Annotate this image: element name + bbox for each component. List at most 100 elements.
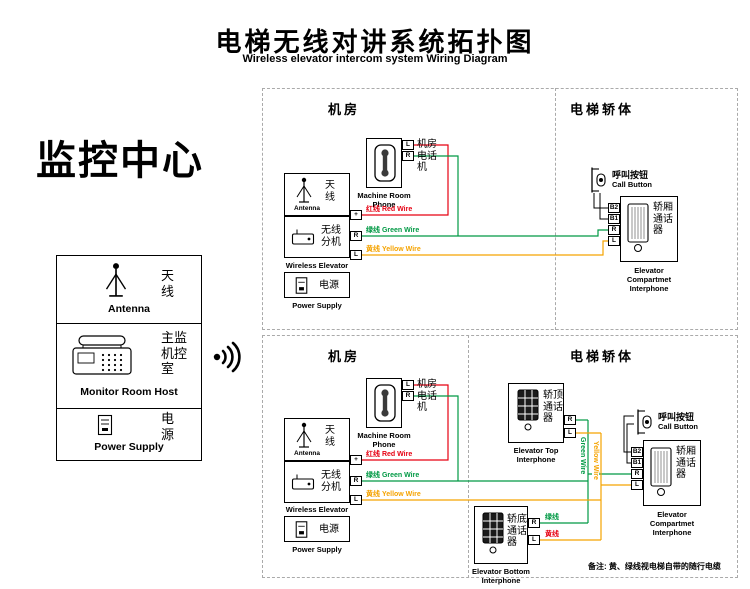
terminal-wireless-r-top: R	[350, 231, 362, 241]
monitor-host-label-zh: 主监机控室	[161, 330, 188, 377]
green-wire-short-label: 绿线	[545, 514, 559, 521]
top-elevator-body-label: 电梯轿体	[570, 102, 635, 117]
terminal-wireless-plus-top: +	[350, 210, 362, 220]
machine-phone-label-en-bottom: Machine Room Phone	[357, 431, 411, 449]
bottom-interphone-label-zh: 轿底通话器	[507, 514, 527, 548]
elevator-bottom-interphone: 轿底通话器	[474, 506, 528, 564]
antenna-label-en-top: Antenna	[294, 205, 320, 212]
wireless-label-zh-bottom: 无线分机	[321, 470, 341, 493]
bottom-section-divider	[468, 335, 469, 578]
terminal-compartment-b2-bottom: B2	[631, 447, 643, 457]
monitor-row-power: 电源 Power Supply	[57, 409, 201, 460]
terminal-top-interphone-l: L	[564, 428, 576, 438]
yellow-wire-vertical-label: Yellow Wire	[592, 440, 599, 481]
dark-speaker-icon	[482, 512, 504, 554]
machine-room-phone-top	[366, 138, 402, 188]
red-wire-label-top: 红线 Red Wire	[366, 206, 413, 213]
monitor-center-title: 监控中心	[36, 139, 204, 183]
wire-green-bottom-branch	[414, 395, 459, 481]
monitor-power-label-en: Power Supply	[94, 441, 164, 453]
power-supply-icon	[97, 414, 113, 436]
bottom-interphone-label-en: Elevator Bottom Interphone	[472, 567, 530, 585]
terminal-compartment-l-bottom: L	[631, 480, 643, 490]
call-button-label-zh-bottom: 呼叫按钮	[658, 412, 695, 422]
wireless-extension-icon	[291, 474, 315, 490]
call-button-wire-bottom-2	[626, 423, 634, 464]
terminal-machine-phone-l-top: L	[402, 140, 414, 150]
machine-phone-label-zh-bottom: 机房电话机	[417, 379, 437, 413]
wire-green-top-branch	[414, 155, 459, 236]
antenna-label-zh-top: 天线	[325, 180, 335, 203]
wire-red-top	[362, 144, 449, 216]
monitor-power-label-zh: 电源	[161, 411, 175, 442]
terminal-bottom-interphone-l: L	[528, 535, 540, 545]
call-button-label-en-top: Call Button	[612, 180, 652, 189]
bottom-machine-room-label: 机房	[328, 349, 361, 364]
compartment-label-zh-bottom: 轿厢通话器	[676, 446, 696, 480]
wire-yellow-top	[362, 240, 608, 256]
monitor-row-antenna: 天线 Antenna	[57, 256, 201, 324]
call-button-label-zh-top: 呼叫按钮	[612, 170, 649, 180]
terminal-machine-phone-r-bottom: R	[402, 391, 414, 401]
antenna-label-zh-bottom: 天线	[325, 425, 335, 448]
wire-green-top	[362, 229, 608, 237]
monitor-row-host: 主监机控室 Monitor Room Host	[57, 324, 201, 409]
call-button-wire-top-1	[593, 193, 608, 209]
page-title: 电梯无线对讲系统拓扑图	[215, 27, 535, 57]
red-wire-label-bottom: 红线 Red Wire	[366, 451, 413, 458]
wireless-extension-box-top: 无线分机	[284, 216, 350, 258]
monitor-host-label-en: Monitor Room Host	[80, 386, 178, 398]
terminal-wireless-r-bottom: R	[350, 476, 362, 486]
wireless-extension-box-bottom: 无线分机	[284, 461, 350, 503]
monitor-center-panel: 天线 Antenna 主监机控室 Monitor Room Host	[56, 255, 202, 461]
power-label-en-top: Power Supply	[292, 301, 342, 310]
terminal-top-interphone-r: R	[564, 415, 576, 425]
green-wire-label-top: 绿线 Green Wire	[366, 227, 420, 234]
terminal-compartment-b1-top: B1	[608, 214, 620, 224]
machine-room-phone-bottom	[366, 378, 402, 428]
terminal-bottom-interphone-r: R	[528, 518, 540, 528]
terminal-compartment-b2-top: B2	[608, 203, 620, 213]
compartment-interphone-top: 轿厢通话器	[620, 196, 678, 262]
wireless-label-en-bottom: Wireless Elevator	[285, 505, 349, 514]
machine-phone-label-zh-top: 机房电话机	[417, 139, 437, 173]
footnote: 备注: 黄、绿线视电梯自带的随行电缆	[588, 562, 721, 571]
monitor-antenna-label-en: Antenna	[108, 303, 150, 315]
power-supply-icon	[295, 521, 308, 538]
wireless-label-en-top: Wireless Elevator	[285, 261, 349, 270]
bottom-elevator-body-label: 电梯轿体	[570, 349, 635, 364]
terminal-wireless-l-top: L	[350, 250, 362, 260]
top-interphone-label-en: Elevator Top Interphone	[513, 446, 559, 464]
bottom-section-frame	[262, 335, 738, 578]
wireless-signal-icon	[213, 341, 241, 373]
monitor-antenna-label-zh: 天线	[161, 268, 175, 299]
handset-phone-icon	[374, 144, 396, 182]
terminal-machine-phone-r-top: R	[402, 151, 414, 161]
compartment-label-zh-top: 轿厢通话器	[653, 202, 673, 236]
compartment-label-en-bottom: Elevator Compartmet Interphone	[649, 510, 695, 537]
terminal-compartment-l-top: L	[608, 236, 620, 246]
call-button-label-en-bottom: Call Button	[658, 422, 698, 431]
page-subtitle: Wireless elevator intercom system Wiring…	[242, 53, 508, 65]
handset-phone-icon	[374, 384, 396, 422]
antenna-box-bottom: 天线 Antenna	[284, 418, 350, 461]
compartment-label-en-top: Elevator Compartmet Interphone	[626, 266, 672, 293]
call-button-icon	[637, 409, 652, 435]
yellow-wire-label-bottom: 黄线 Yellow Wire	[366, 491, 421, 498]
power-supply-icon	[295, 277, 308, 294]
green-wire-vertical-label: Green Wire	[579, 436, 586, 476]
power-label-zh-bottom: 电源	[319, 524, 339, 535]
terminal-wireless-l-bottom: L	[350, 495, 362, 505]
yellow-wire-label-top: 黄线 Yellow Wire	[366, 246, 421, 253]
terminal-compartment-r-bottom: R	[631, 469, 643, 479]
elevator-top-interphone: 轿顶通话器	[508, 383, 564, 443]
terminal-machine-phone-l-bottom: L	[402, 380, 414, 390]
terminal-wireless-plus-bottom: +	[350, 455, 362, 465]
top-interphone-label-zh: 轿顶通话器	[543, 390, 563, 424]
antenna-icon	[296, 177, 312, 203]
green-wire-label-bottom: 绿线 Green Wire	[366, 472, 420, 479]
wireless-label-zh-top: 无线分机	[321, 225, 341, 248]
power-box-bottom: 电源	[284, 516, 350, 542]
